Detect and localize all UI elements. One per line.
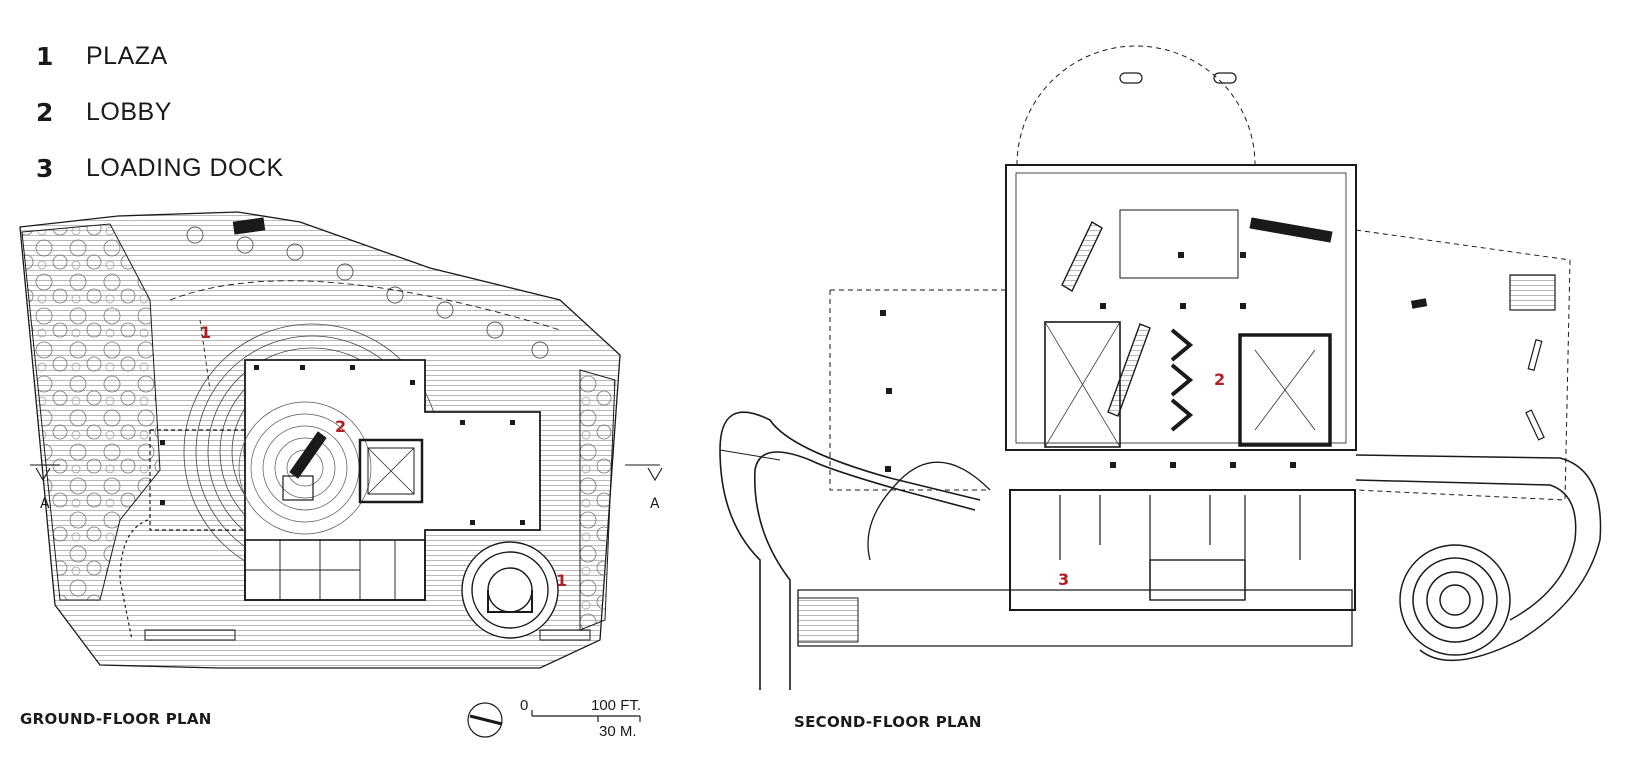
circular-ramp [461,541,559,639]
section-marker-west [30,464,60,482]
tree-row [186,226,549,359]
legend-label: LOADING DOCK [86,153,284,182]
section-label-east: A [650,496,660,512]
room-label-plaza-east: 1 [556,571,567,590]
second-floor-title: SECOND-FLOOR PLAN [794,713,982,731]
planting-left [21,223,161,601]
scale-zero: 0 [520,697,529,714]
legend-item-lobby: 2 LOBBY [36,84,284,140]
legend-item-loading-dock: 3 LOADING DOCK [36,140,284,196]
room-label-plaza: 1 [200,323,211,342]
section-label-west: A [40,496,50,512]
planting-right [579,369,616,631]
canopy-outline [1016,45,1256,166]
scale-metric: 30 M. [599,723,637,740]
second-floor-plan [719,45,1602,690]
loading-block [1009,489,1356,611]
legend-label: LOBBY [86,97,172,126]
legend-number: 2 [36,97,54,127]
tower-outline [1005,164,1357,451]
elevator-core [358,438,424,504]
legend-number: 3 [36,153,54,183]
legend-label: PLAZA [86,41,168,70]
legend: 1 PLAZA 2 LOBBY 3 LOADING DOCK [36,28,284,196]
scale-bar [531,710,641,722]
ground-floor-plan [19,211,663,669]
ground-floor-title: GROUND-FLOOR PLAN [20,710,212,728]
ramp-left [719,411,981,690]
room-label-lobby: 2 [335,417,346,436]
scale-imperial: 100 FT. [591,697,642,714]
legend-item-plaza: 1 PLAZA [36,28,284,84]
spiral-ramp [1355,454,1602,662]
room-label-loading-dock: 3 [1058,570,1069,589]
legend-number: 1 [36,41,54,71]
bench [232,217,266,235]
core [1238,333,1332,447]
north-arrow-icon [467,702,503,738]
room-label-lobby-upper: 2 [1214,370,1225,389]
section-marker-east [625,464,663,482]
